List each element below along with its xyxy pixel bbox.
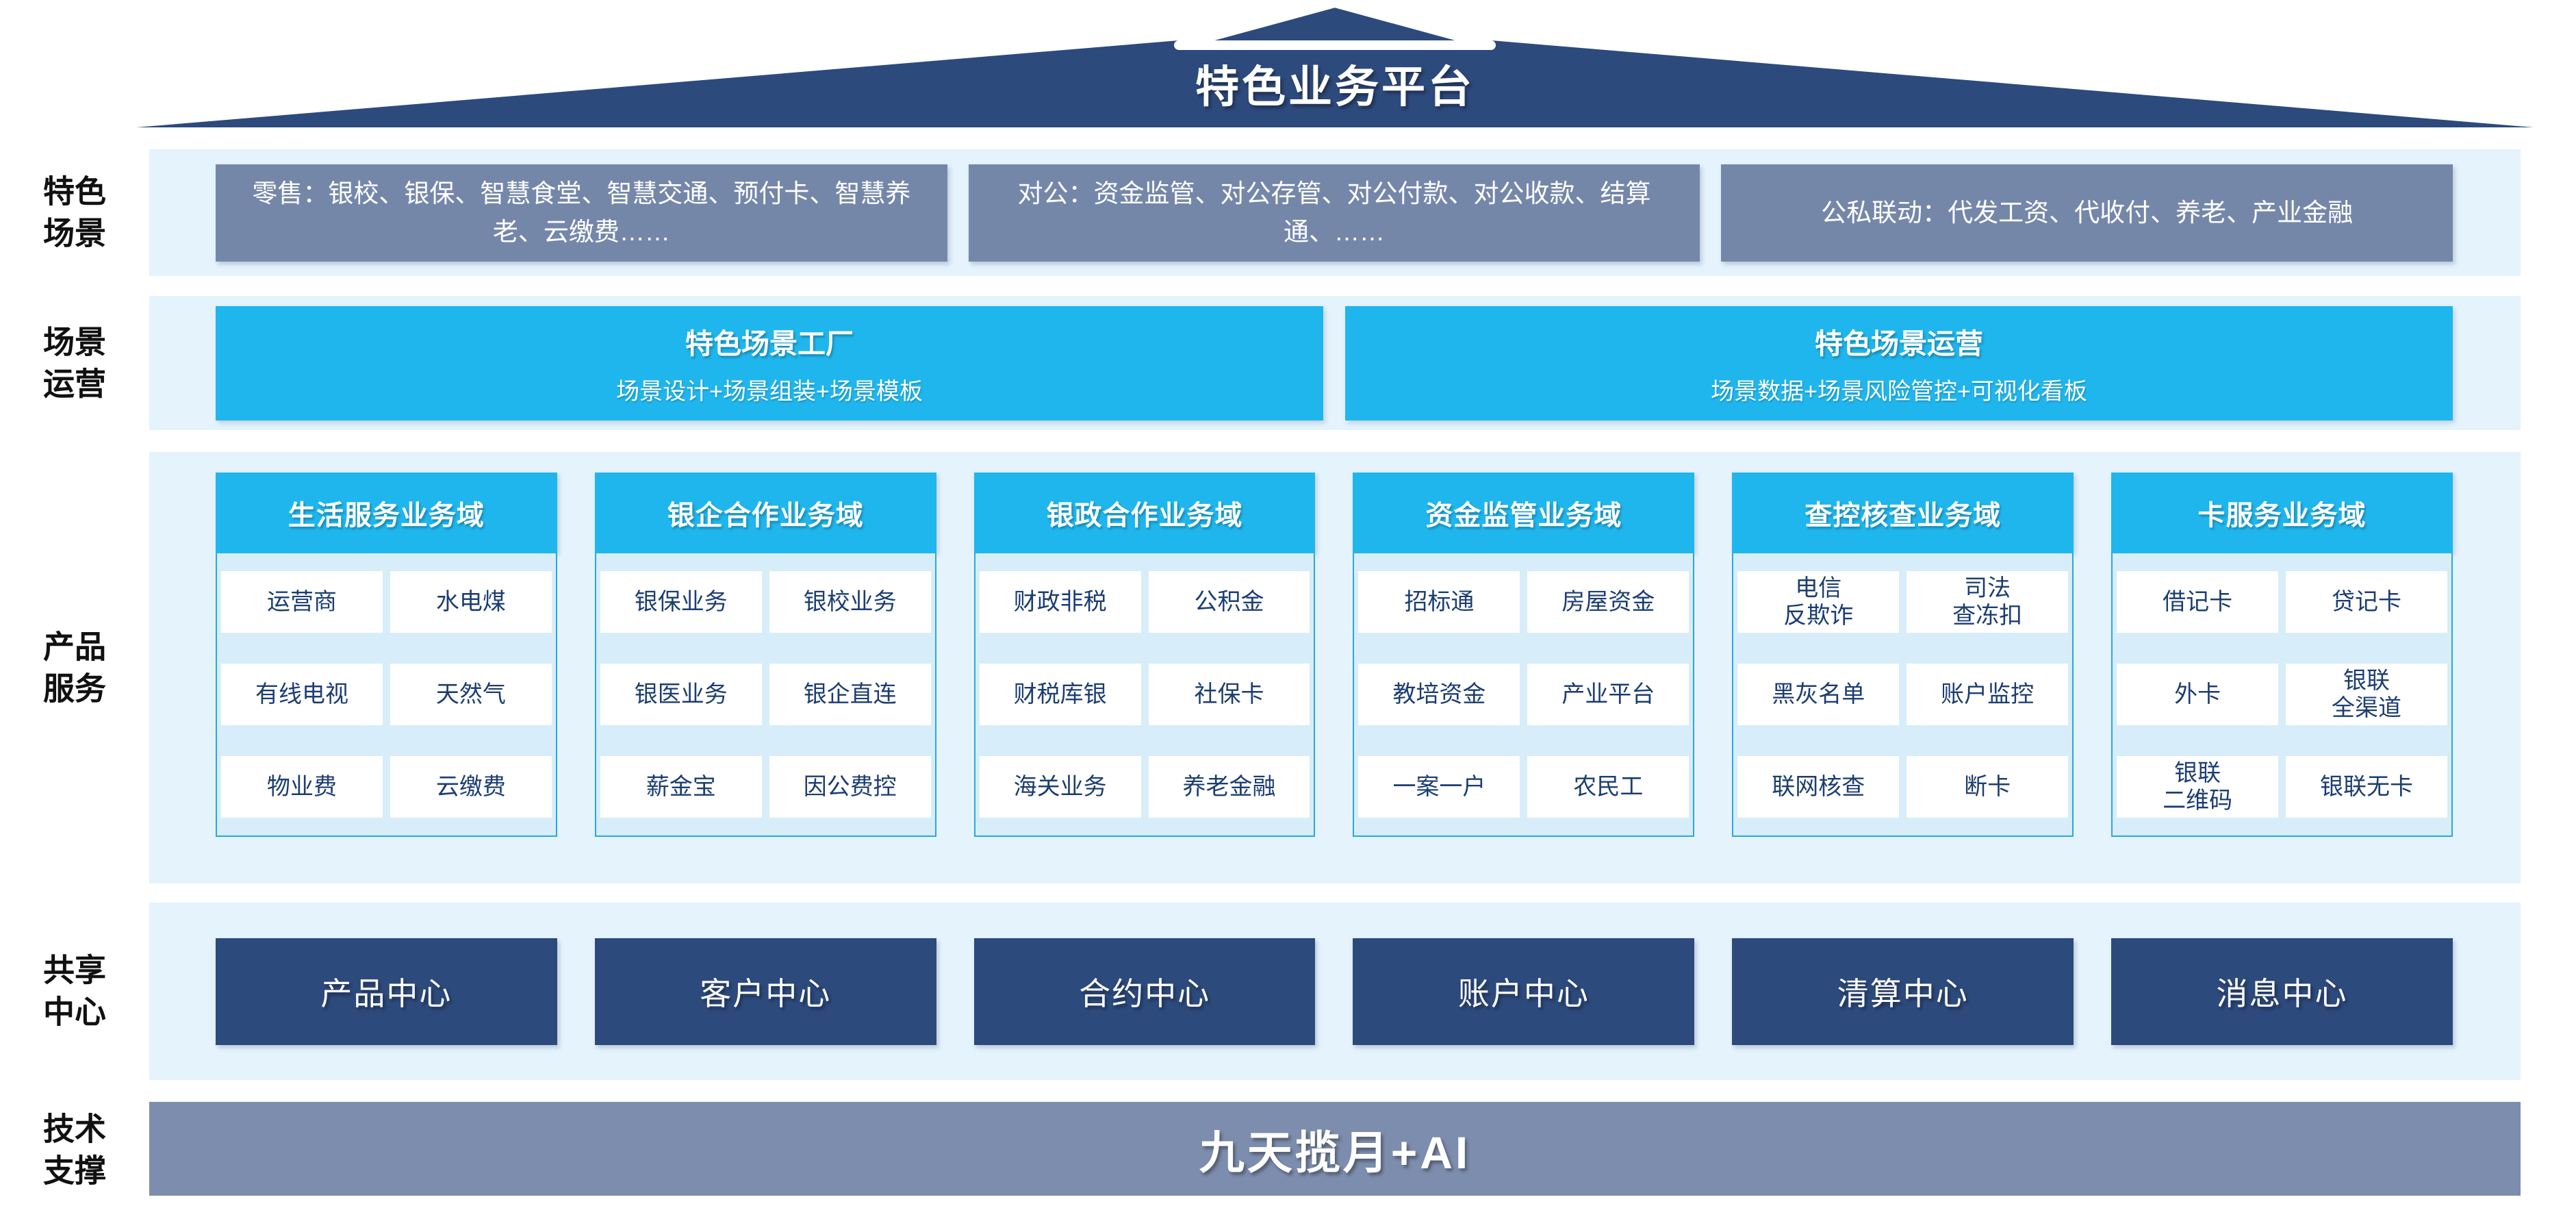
product-cell: 运营商 <box>221 571 383 633</box>
roof-peak-triangle <box>1174 0 1496 50</box>
product-cell: 银保业务 <box>600 571 762 633</box>
product-cell: 银联 二维码 <box>2117 756 2279 818</box>
column-header: 银政合作业务域 <box>973 473 1316 553</box>
band-tech-support: 九天揽月+AI <box>149 1102 2521 1196</box>
band-operation: 特色场景工厂 场景设计+场景组装+场景模板 特色场景运营 场景数据+场景风险管控… <box>149 296 2521 430</box>
operation-box-factory: 特色场景工厂 场景设计+场景组装+场景模板 <box>216 305 1323 420</box>
column-header: 资金监管业务域 <box>1353 473 1695 553</box>
column-header: 生活服务业务域 <box>216 473 557 553</box>
product-column-inquiry-verification: 查控核查业务域 电信 反欺诈 司法 查冻扣 黑灰名单 账户监控 联网核查 断卡 <box>1732 473 2074 837</box>
roof-shape <box>136 0 2534 127</box>
row-label-shared: 共享 中心 <box>43 952 106 1029</box>
tech-bar-text: 九天揽月+AI <box>1199 1127 1471 1178</box>
product-cell: 教培资金 <box>1358 664 1520 725</box>
product-cell: 联网核查 <box>1737 756 1900 818</box>
product-cell: 账户监控 <box>1907 664 2069 725</box>
center-box-contract: 合约中心 <box>973 938 1316 1045</box>
product-cell: 银医业务 <box>600 664 762 725</box>
product-cell: 养老金融 <box>1148 756 1310 818</box>
product-column-fund-supervision: 资金监管业务域 招标通 房屋资金 教培资金 产业平台 一案一户 农民工 <box>1353 473 1695 837</box>
operation-box-subtitle: 场景数据+场景风险管控+可视化看板 <box>1711 378 2087 405</box>
product-cell: 财税库银 <box>979 664 1141 725</box>
column-body: 运营商 水电煤 有线电视 天然气 物业费 云缴费 <box>216 553 557 837</box>
column-body: 招标通 房屋资金 教培资金 产业平台 一案一户 农民工 <box>1353 553 1695 837</box>
row-label-operation: 场景 运营 <box>43 324 106 401</box>
product-cell: 云缴费 <box>390 756 552 818</box>
column-header: 卡服务业务域 <box>2111 473 2453 553</box>
product-cell: 贷记卡 <box>2286 571 2447 633</box>
band-scene: 零售：银校、银保、智慧食堂、智慧交通、预付卡、智慧养老、云缴费…… 对公：资金监… <box>149 149 2521 276</box>
product-cell: 借记卡 <box>2117 571 2279 633</box>
platform-title: 特色业务平台 <box>1195 62 1475 112</box>
product-cell: 一案一户 <box>1358 756 1520 818</box>
operation-box-subtitle: 场景设计+场景组装+场景模板 <box>616 378 923 405</box>
product-cell: 房屋资金 <box>1527 571 1689 633</box>
operation-box-title: 特色场景工厂 <box>685 327 854 360</box>
product-cell: 银企直连 <box>769 664 931 725</box>
band-shared-centers: 产品中心 客户中心 合约中心 账户中心 清算中心 消息中心 <box>149 903 2521 1080</box>
band-products: 生活服务业务域 运营商 水电煤 有线电视 天然气 物业费 云缴费 银企合作业务域… <box>149 452 2521 883</box>
product-cell: 产业平台 <box>1527 664 1689 725</box>
product-cell: 电信 反欺诈 <box>1737 571 1900 633</box>
scene-box-public-private: 公私联动：代发工资、代收付、养老、产业金融 <box>1721 164 2453 262</box>
product-cell: 司法 查冻扣 <box>1907 571 2069 633</box>
center-box-customer: 客户中心 <box>594 938 936 1045</box>
operation-box-title: 特色场景运营 <box>1815 327 1983 360</box>
product-cell: 社保卡 <box>1148 664 1310 725</box>
product-cell: 外卡 <box>2117 664 2279 725</box>
product-cell: 物业费 <box>221 756 383 818</box>
product-column-card-services: 卡服务业务域 借记卡 贷记卡 外卡 银联 全渠道 银联 二维码 银联无卡 <box>2111 473 2453 837</box>
product-cell: 薪金宝 <box>600 756 762 818</box>
column-body: 借记卡 贷记卡 外卡 银联 全渠道 银联 二维码 银联无卡 <box>2111 553 2453 837</box>
scene-box-corporate: 对公：资金监管、对公存管、对公付款、对公收款、结算通、…… <box>968 164 1700 262</box>
product-cell: 银联无卡 <box>2286 756 2447 818</box>
product-cell: 财政非税 <box>979 571 1141 633</box>
column-body: 财政非税 公积金 财税库银 社保卡 海关业务 养老金融 <box>973 553 1316 837</box>
scene-box-retail: 零售：银校、银保、智慧食堂、智慧交通、预付卡、智慧养老、云缴费…… <box>216 164 947 262</box>
product-cell: 天然气 <box>390 664 552 725</box>
column-header: 银企合作业务域 <box>594 473 936 553</box>
product-cell: 断卡 <box>1907 756 2069 818</box>
product-column-life-services: 生活服务业务域 运营商 水电煤 有线电视 天然气 物业费 云缴费 <box>216 473 557 837</box>
column-header: 查控核查业务域 <box>1732 473 2074 553</box>
center-box-product: 产品中心 <box>216 938 557 1045</box>
product-cell: 有线电视 <box>221 664 383 725</box>
product-cell: 水电煤 <box>390 571 552 633</box>
product-cell: 银联 全渠道 <box>2286 664 2447 725</box>
product-cell: 银校业务 <box>769 571 931 633</box>
center-box-message: 消息中心 <box>2111 938 2453 1045</box>
column-body: 银保业务 银校业务 银医业务 银企直连 薪金宝 因公费控 <box>594 553 936 837</box>
operation-box-ops: 特色场景运营 场景数据+场景风险管控+可视化看板 <box>1345 305 2453 420</box>
row-label-products: 产品 服务 <box>43 629 106 706</box>
product-cell: 公积金 <box>1148 571 1310 633</box>
product-cell: 海关业务 <box>979 756 1141 818</box>
column-body: 电信 反欺诈 司法 查冻扣 黑灰名单 账户监控 联网核查 断卡 <box>1732 553 2074 837</box>
product-cell: 黑灰名单 <box>1737 664 1900 725</box>
row-label-tech: 技术 支撑 <box>43 1111 106 1188</box>
product-cell: 农民工 <box>1527 756 1689 818</box>
row-label-scene: 特色 场景 <box>43 173 106 251</box>
product-cell: 因公费控 <box>769 756 931 818</box>
product-column-bank-enterprise: 银企合作业务域 银保业务 银校业务 银医业务 银企直连 薪金宝 因公费控 <box>594 473 936 837</box>
center-box-account: 账户中心 <box>1353 938 1695 1045</box>
product-column-bank-government: 银政合作业务域 财政非税 公积金 财税库银 社保卡 海关业务 养老金融 <box>973 473 1316 837</box>
product-cell: 招标通 <box>1358 571 1520 633</box>
roof-main-triangle <box>136 27 2534 127</box>
center-box-clearing: 清算中心 <box>1732 938 2074 1045</box>
